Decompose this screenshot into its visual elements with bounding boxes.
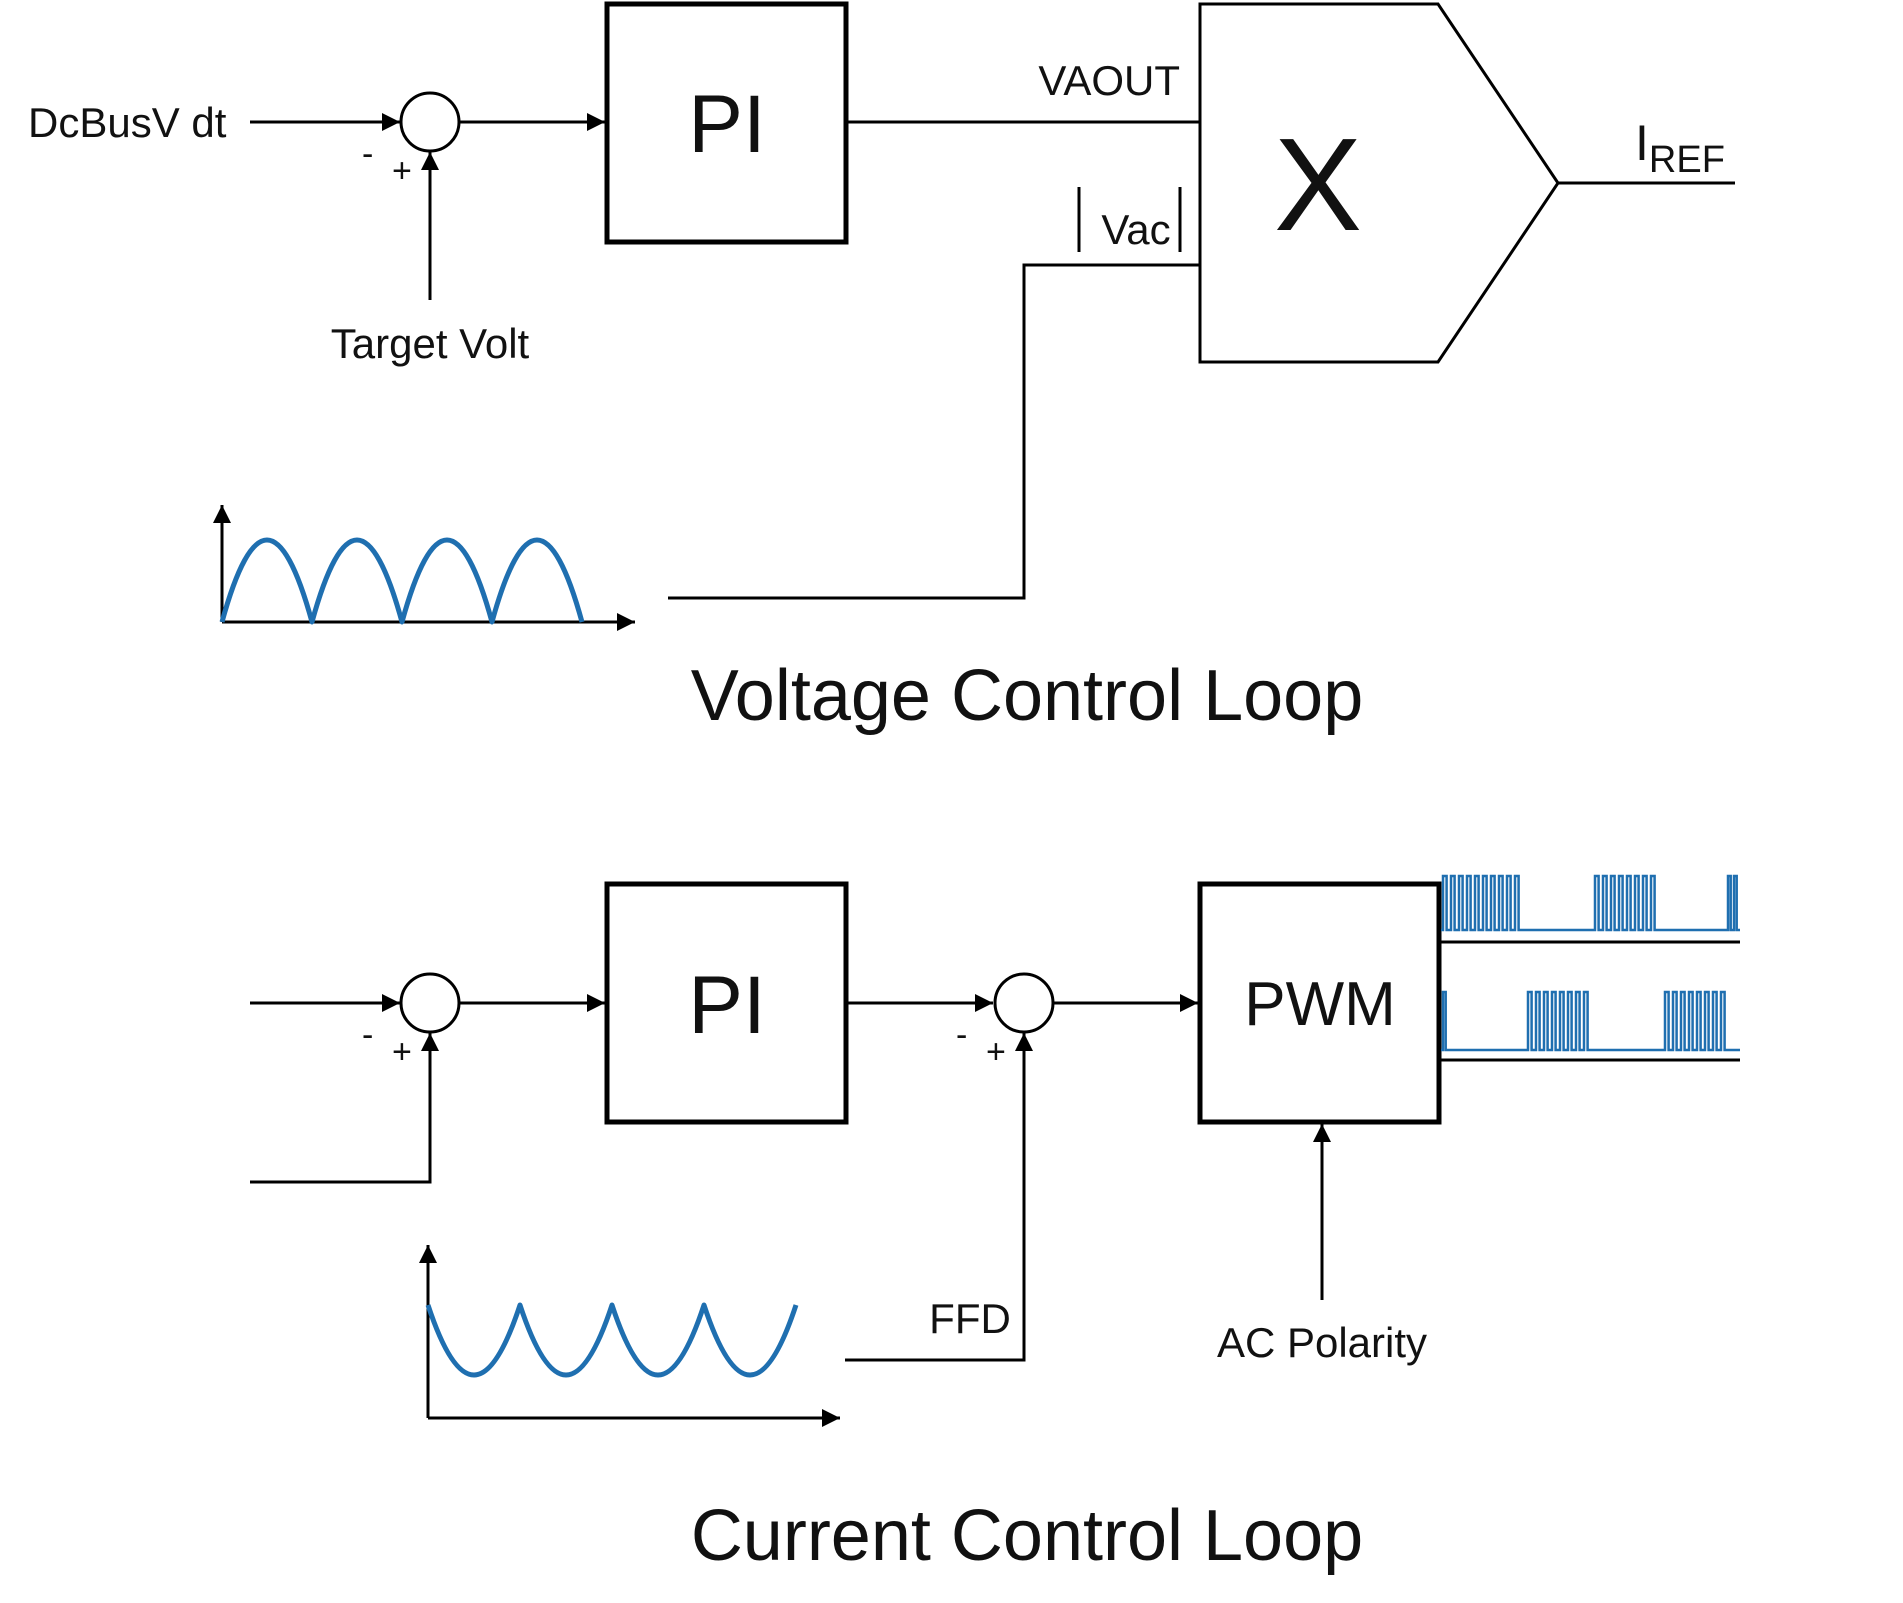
rectified-sine-wave (219, 537, 585, 625)
voltage-loop-title: Voltage Control Loop (691, 656, 1364, 736)
current-control-loop: - + PI - + FFD PWM AC Polarity Curr (250, 874, 1740, 1576)
target-volt-label: Target Volt (331, 320, 530, 367)
pwm-block (1197, 881, 1442, 1125)
voltage-sum-plus: + (392, 152, 412, 190)
pwm-pulse-train-1 (1441, 874, 1740, 932)
voltage-pi-label: PI (688, 79, 765, 170)
voltage-control-loop: DcBusV dt - + Target Volt PI VAOUT Vac X… (28, 1, 1735, 736)
ac-polarity-label: AC Polarity (1217, 1319, 1427, 1366)
current-pi-block (604, 881, 849, 1125)
vaout-label: VAOUT (1038, 57, 1180, 104)
current-loop-title: Current Control Loop (691, 1496, 1363, 1576)
current-pi-label: PI (688, 960, 765, 1051)
triangle-wave-plot (419, 1245, 840, 1427)
current-sum2-plus: + (986, 1033, 1006, 1071)
voltage-sum-minus: - (362, 135, 373, 173)
pwm-label: PWM (1244, 970, 1396, 1039)
vac-label: Vac (1101, 206, 1170, 253)
dcbus-input-label: DcBusV dt (28, 99, 227, 146)
current-sum1-junction (399, 972, 461, 1034)
current-sum2-junction (993, 972, 1055, 1034)
pwm-waveform-1 (1441, 874, 1740, 932)
pwm-pulse-train-2 (1441, 990, 1740, 1052)
ffd-wire (845, 1033, 1033, 1362)
ffd-label: FFD (929, 1295, 1011, 1342)
voltage-pi-block (604, 1, 849, 245)
multiplier-block (1198, 2, 1560, 364)
iref-label: IREF (1635, 115, 1725, 181)
rectified-sine-plot (213, 505, 635, 631)
vac-wire (668, 263, 1200, 600)
current-sum1-plus: + (392, 1033, 412, 1071)
triangle-wave (425, 1302, 799, 1378)
voltage-sum-junction (399, 91, 461, 153)
pwm-waveform-2 (1441, 990, 1740, 1052)
current-sum1-minus: - (362, 1016, 373, 1054)
current-sum2-minus: - (956, 1016, 967, 1054)
current-reference-wire (250, 1033, 439, 1184)
multiplier-label: X (1274, 111, 1362, 258)
